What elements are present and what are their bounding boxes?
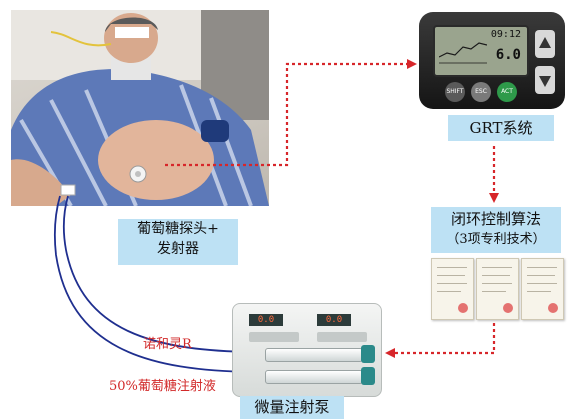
pump-display-left: 0.0 bbox=[249, 314, 283, 326]
grt-glucose-value: 6.0 bbox=[495, 47, 521, 63]
syringe-clamp-upper bbox=[361, 345, 375, 363]
grt-time: 09:12 bbox=[490, 29, 521, 40]
pump-keypad-right bbox=[317, 332, 367, 342]
pump-keypad-left bbox=[249, 332, 299, 342]
glucose-trend-graph bbox=[439, 42, 487, 64]
tube-glucose bbox=[53, 195, 263, 373]
patent-certificate-1 bbox=[431, 258, 474, 320]
algorithm-label: 闭环控制算法 （3项专利技术） bbox=[431, 207, 561, 253]
sensor-label-line2: 发射器 bbox=[157, 241, 199, 257]
arrow-sensor-to-grt bbox=[165, 59, 417, 167]
syringe-upper bbox=[265, 348, 363, 362]
grt-up-button bbox=[535, 30, 555, 58]
patent-certificate-2 bbox=[476, 258, 519, 320]
grt-esc-button: ESC bbox=[471, 82, 491, 102]
sensor-transmitter-label: 葡萄糖探头+ 发射器 bbox=[118, 219, 238, 265]
up-arrow-icon bbox=[539, 37, 551, 48]
insulin-label: 诺和灵R bbox=[143, 337, 192, 352]
patient-illustration bbox=[11, 10, 269, 206]
algorithm-title: 闭环控制算法 bbox=[450, 210, 541, 228]
down-arrow-icon bbox=[539, 76, 551, 87]
arrow-algorithm-to-pump bbox=[385, 323, 496, 358]
algorithm-subtitle: （3项专利技术） bbox=[446, 232, 546, 247]
grt-device: 09:12 6.0 SHIFT ESC ACT bbox=[419, 12, 565, 109]
syringe-pump: 0.0 0.0 bbox=[232, 303, 382, 397]
glucose-solution-label: 50%葡萄糖注射液 bbox=[109, 379, 216, 394]
grt-system-label: GRT系统 bbox=[448, 115, 554, 141]
syringe-clamp-lower bbox=[361, 367, 375, 385]
grt-screen: 09:12 6.0 bbox=[433, 25, 529, 77]
patent-certificate-3 bbox=[521, 258, 564, 320]
grt-down-button bbox=[535, 66, 555, 94]
grt-shift-button: SHIFT bbox=[445, 82, 465, 102]
grt-act-button: ACT bbox=[497, 82, 517, 102]
pump-display-right: 0.0 bbox=[317, 314, 351, 326]
syringe-pump-label: 微量注射泵 bbox=[240, 396, 344, 419]
syringe-lower bbox=[265, 370, 363, 384]
tube-insulin bbox=[62, 195, 263, 353]
patient-photo bbox=[11, 10, 269, 206]
sensor-label-line1: 葡萄糖探头+ bbox=[137, 221, 219, 237]
